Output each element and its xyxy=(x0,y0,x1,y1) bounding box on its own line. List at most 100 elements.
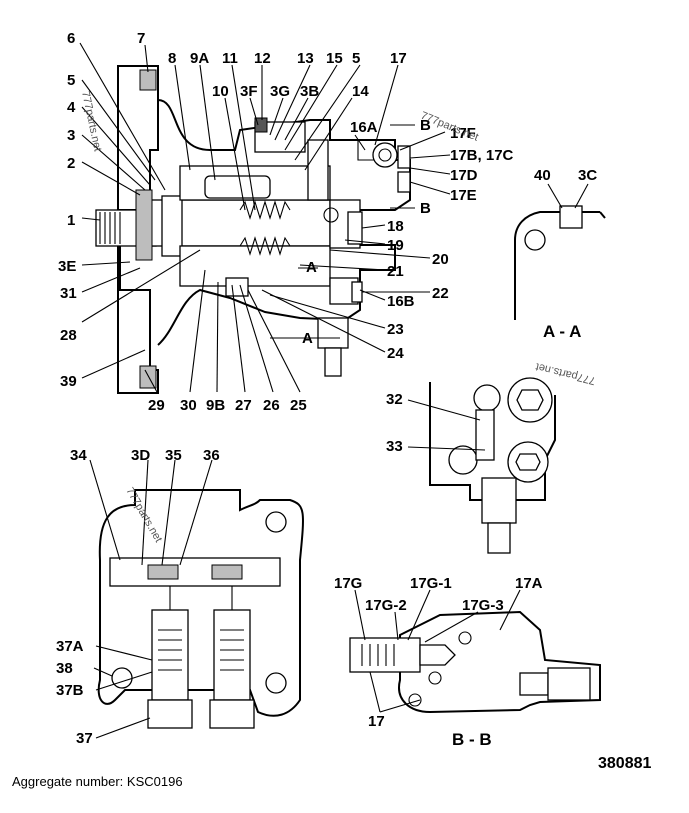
callout-17g-1: 17G-1 xyxy=(410,575,452,592)
section-bb-spring xyxy=(361,644,395,666)
callout-2: 2 xyxy=(67,155,75,172)
callout-28: 28 xyxy=(60,327,77,344)
aggregate-caption: Aggregate number: KSC0196 xyxy=(12,774,183,789)
plug-3f xyxy=(254,117,268,133)
callout-3f: 3F xyxy=(240,83,258,100)
callout-12: 12 xyxy=(254,50,271,67)
hole-circle xyxy=(323,207,339,223)
lower-spool-35 xyxy=(147,564,179,580)
cartridge-left xyxy=(151,609,189,701)
callout-14: 14 xyxy=(352,83,369,100)
callout-6: 6 xyxy=(67,30,75,47)
leader-17g xyxy=(354,589,366,641)
detail-cartridge-stem xyxy=(487,522,511,554)
callout-17b-17c: 17B, 17C xyxy=(450,147,514,164)
callout-37a: 37A xyxy=(56,638,84,655)
lower-bolt-bottom-right xyxy=(265,672,287,694)
detail-valve-32 xyxy=(475,409,495,461)
section-a-a: 40 3C A - A xyxy=(514,167,606,341)
leader-34 xyxy=(89,459,121,561)
detail-cartridge xyxy=(481,477,517,524)
callout-30: 30 xyxy=(180,397,197,414)
callout-5-top: 5 xyxy=(352,50,360,67)
section-bb-nut xyxy=(547,667,591,701)
section-aa-outline xyxy=(514,211,600,320)
section-bb-fitting xyxy=(519,672,549,696)
leader-3c xyxy=(574,183,589,209)
leader-17g-1 xyxy=(407,589,431,641)
section-b-upper: B xyxy=(420,117,431,134)
callout-25: 25 xyxy=(290,397,307,414)
callout-33: 33 xyxy=(386,438,403,455)
lower-bolt-38 xyxy=(111,667,133,689)
callout-3: 3 xyxy=(67,127,75,144)
cylinder-block-lower xyxy=(179,245,331,287)
section-bb-cartridge xyxy=(349,637,421,673)
section-aa-label: A - A xyxy=(543,322,581,341)
callout-26: 26 xyxy=(263,397,280,414)
callout-31: 31 xyxy=(60,285,77,302)
end-cap xyxy=(307,139,329,201)
section-bb-hole-2 xyxy=(428,671,442,685)
leader-36 xyxy=(179,459,213,566)
lower-spool-right xyxy=(211,564,243,580)
leader-lines xyxy=(79,42,451,393)
callout-16a: 16A xyxy=(350,119,378,136)
drawing-number: 380881 xyxy=(598,755,651,772)
valve-17e xyxy=(397,171,411,193)
leader-40 xyxy=(547,183,563,209)
callout-17a: 17A xyxy=(515,575,543,592)
lower-bolt-top-right xyxy=(265,511,287,533)
callout-1: 1 xyxy=(67,212,75,229)
callout-3b: 3B xyxy=(300,83,319,100)
detail-nut-top-hex xyxy=(516,389,544,411)
callout-27: 27 xyxy=(235,397,252,414)
lower-left-view: 34 3D 35 36 37A 38 37B 37 xyxy=(56,447,304,747)
detail-nut-bottom-hex xyxy=(515,453,541,471)
callout-23: 23 xyxy=(387,321,404,338)
section-aa-plug xyxy=(559,205,583,229)
section-b-b: 17G 17G-1 17G-2 17G-3 17A 17 B - B xyxy=(334,575,601,749)
leader-38 xyxy=(93,667,113,677)
lower-cross-bore xyxy=(109,557,281,587)
valve-17-bolt-inner xyxy=(378,148,392,162)
pump-housing xyxy=(157,99,411,346)
leader-17-b xyxy=(379,699,421,713)
shaft-seal xyxy=(135,189,153,261)
leader-35 xyxy=(161,459,176,566)
leader-17g-2 xyxy=(394,611,399,641)
callout-39: 39 xyxy=(60,373,77,390)
fitting-18 xyxy=(347,211,363,245)
callout-11: 11 xyxy=(222,50,238,67)
callout-3g: 3G xyxy=(270,83,290,100)
callout-37: 37 xyxy=(76,730,93,747)
callout-40: 40 xyxy=(534,167,551,184)
callout-17g: 17G xyxy=(334,575,362,592)
callout-19: 19 xyxy=(387,237,404,254)
callout-35: 35 xyxy=(165,447,182,464)
callout-17f: 17F xyxy=(450,125,476,142)
flange-bolt-top xyxy=(139,69,157,91)
callout-7: 7 xyxy=(137,30,145,47)
callout-16b: 16B xyxy=(387,293,415,310)
spring-upper xyxy=(239,200,291,220)
callout-38: 38 xyxy=(56,660,73,677)
callout-17g-2: 17G-2 xyxy=(365,597,407,614)
section-bb-spool xyxy=(419,644,456,666)
detail-hole xyxy=(448,445,478,475)
leader-37 xyxy=(95,717,151,739)
front-bearing xyxy=(161,195,183,257)
callout-24: 24 xyxy=(387,345,404,362)
cartridge-right-nut xyxy=(209,699,255,729)
mounting-flange xyxy=(117,65,159,394)
leader-17-a xyxy=(369,671,381,713)
callout-17d: 17D xyxy=(450,167,478,184)
section-a-lower: A xyxy=(302,330,313,347)
callout-17-top: 17 xyxy=(390,50,407,67)
main-callout-labels: 1 2 3 4 5 5 6 7 8 9A 10 11 12 13 15 14 3… xyxy=(58,30,514,414)
piston-upper xyxy=(204,175,271,199)
cartridge-right xyxy=(213,609,251,701)
callout-10: 10 xyxy=(212,83,229,100)
callout-15: 15 xyxy=(326,50,343,67)
